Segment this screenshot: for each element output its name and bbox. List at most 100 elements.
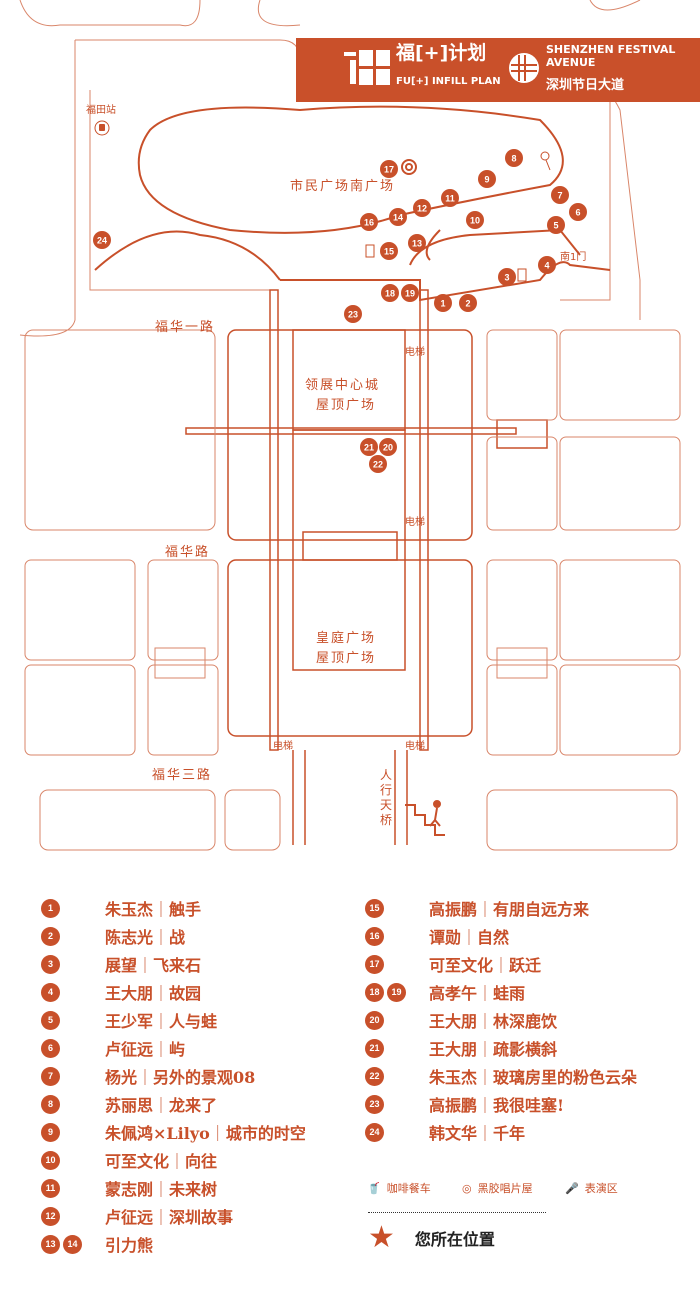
marker-number[interactable]: 18 <box>385 289 395 299</box>
marker-circle[interactable] <box>380 160 398 178</box>
artwork-title: 林深鹿饮 <box>493 1012 558 1031</box>
marker-number[interactable]: 20 <box>383 443 393 453</box>
marker-circle[interactable] <box>381 284 399 302</box>
marker-circle[interactable] <box>344 305 362 323</box>
marker-circle[interactable] <box>434 294 452 312</box>
elevator-label: 电梯 <box>405 741 425 752</box>
marker-number[interactable]: 5 <box>553 221 558 231</box>
separator: ｜ <box>477 1040 494 1059</box>
artist-name: 可至文化 <box>429 956 494 975</box>
artwork-marker-2[interactable]: 2 <box>459 294 477 312</box>
marker-number[interactable]: 6 <box>575 208 580 218</box>
marker-number[interactable]: 19 <box>405 289 415 299</box>
artwork-marker-14[interactable]: 14 <box>389 208 407 226</box>
marker-number[interactable]: 16 <box>364 218 374 228</box>
partner-name-en: SHENZHEN FESTIVAL AVENUE <box>546 43 676 69</box>
artwork-marker-17[interactable]: 17 <box>380 160 398 178</box>
marker-circle[interactable] <box>360 438 378 456</box>
marker-number[interactable]: 23 <box>348 310 358 320</box>
legend-marker: 4 <box>41 982 60 1002</box>
marker-number[interactable]: 12 <box>417 204 427 214</box>
marker-number[interactable]: 4 <box>544 261 549 271</box>
artwork-marker-24[interactable]: 24 <box>93 231 111 249</box>
separator: ｜ <box>153 1040 170 1059</box>
marker-number[interactable]: 15 <box>384 247 394 257</box>
legend-marker: 22 <box>365 1066 384 1086</box>
marker-circle[interactable] <box>551 186 569 204</box>
marker-number[interactable]: 11 <box>445 194 455 204</box>
artist-name: 高孝午 <box>429 984 478 1003</box>
marker-number[interactable]: 1 <box>440 299 445 309</box>
separator: ｜ <box>153 900 170 919</box>
marker-number[interactable]: 17 <box>384 165 394 175</box>
separator: ｜ <box>137 956 154 975</box>
marker-circle[interactable] <box>466 211 484 229</box>
artwork-marker-1[interactable]: 1 <box>434 294 452 312</box>
marker-number[interactable]: 13 <box>412 239 422 249</box>
artwork-marker-23[interactable]: 23 <box>344 305 362 323</box>
marker-circle[interactable] <box>441 189 459 207</box>
marker-circle[interactable] <box>389 208 407 226</box>
artwork-marker-4[interactable]: 4 <box>538 256 556 274</box>
artwork-marker-12[interactable]: 12 <box>413 199 431 217</box>
marker-circle[interactable] <box>498 268 516 286</box>
artwork-marker-7[interactable]: 7 <box>551 186 569 204</box>
artwork-marker-3[interactable]: 3 <box>498 268 516 286</box>
marker-number[interactable]: 3 <box>504 273 509 283</box>
marker-circle[interactable] <box>413 199 431 217</box>
artist-name: 可至文化 <box>105 1152 170 1171</box>
artwork-marker-18[interactable]: 18 <box>381 284 399 302</box>
marker-number[interactable]: 9 <box>484 175 489 185</box>
artwork-marker-21[interactable]: 21 <box>360 438 378 456</box>
marker-number[interactable]: 14 <box>393 213 403 223</box>
separator: ｜ <box>477 1012 494 1031</box>
marker-number[interactable]: 10 <box>470 216 480 226</box>
artwork-marker-10[interactable]: 10 <box>466 211 484 229</box>
marker-circle[interactable] <box>360 213 378 231</box>
separator: ｜ <box>477 984 494 1003</box>
marker-circle[interactable] <box>401 284 419 302</box>
marker-circle[interactable] <box>369 455 387 473</box>
artwork-marker-19[interactable]: 19 <box>401 284 419 302</box>
marker-number[interactable]: 24 <box>97 236 107 246</box>
artwork-marker-6[interactable]: 6 <box>569 203 587 221</box>
artwork-marker-16[interactable]: 16 <box>360 213 378 231</box>
marker-circle[interactable] <box>538 256 556 274</box>
marker-circle[interactable] <box>478 170 496 188</box>
marker-circle[interactable] <box>380 242 398 260</box>
artist-name: 谭勋 <box>429 928 462 947</box>
vinyl-icon: ◎ <box>462 1181 472 1195</box>
marker-circle[interactable] <box>569 203 587 221</box>
artist-name: 苏丽思 <box>105 1096 154 1115</box>
marker-circle[interactable] <box>547 216 565 234</box>
artwork-marker-15[interactable]: 15 <box>380 242 398 260</box>
marker-number[interactable]: 2 <box>465 299 470 309</box>
marker-number[interactable]: 22 <box>373 460 383 470</box>
mall2-label-line2: 屋顶广场 <box>316 651 377 666</box>
artwork-marker-11[interactable]: 11 <box>441 189 459 207</box>
south-gate-label[interactable]: 南1门 <box>560 252 587 263</box>
artwork-marker-22[interactable]: 22 <box>369 455 387 473</box>
marker-number[interactable]: 8 <box>511 154 516 164</box>
artwork-marker-5[interactable]: 5 <box>547 216 565 234</box>
legend-marker-group: 5 <box>41 1010 105 1030</box>
marker-circle[interactable] <box>379 438 397 456</box>
separator: ｜ <box>477 1096 494 1115</box>
marker-circle[interactable] <box>408 234 426 252</box>
artist-name: 朱玉杰 <box>105 900 154 919</box>
legend-key-vinyl: ◎黑胶唱片屋 <box>462 1180 533 1196</box>
artwork-marker-8[interactable]: 8 <box>505 149 523 167</box>
marker-number[interactable]: 21 <box>364 443 374 453</box>
artwork-marker-9[interactable]: 9 <box>478 170 496 188</box>
marker-circle[interactable] <box>93 231 111 249</box>
artwork-marker-13[interactable]: 13 <box>408 234 426 252</box>
legend-marker: 1 <box>41 898 60 918</box>
artwork-marker-20[interactable]: 20 <box>379 438 397 456</box>
marker-circle[interactable] <box>459 294 477 312</box>
marker-circle[interactable] <box>505 149 523 167</box>
marker-number[interactable]: 7 <box>557 191 562 201</box>
